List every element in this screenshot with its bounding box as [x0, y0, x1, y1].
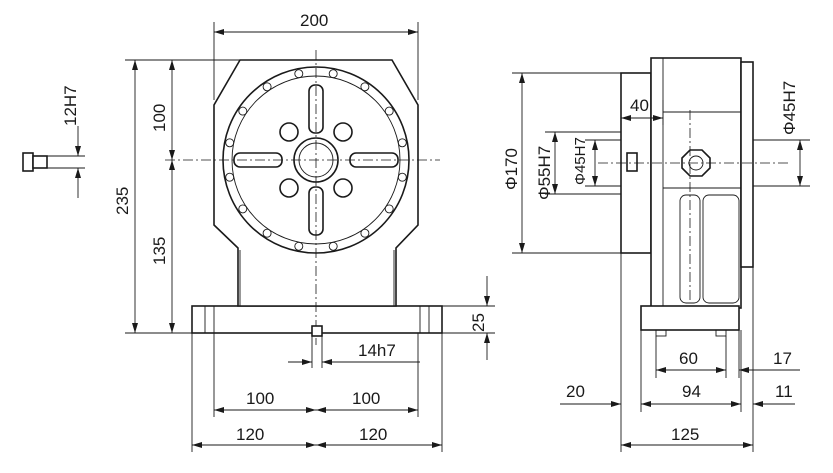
- dim-total-width: 125: [671, 425, 699, 444]
- key-detail-tab: [32, 155, 48, 169]
- dim-inner-width: 94: [682, 382, 701, 401]
- perimeter-bolt: [360, 228, 370, 238]
- perimeter-bolt: [262, 82, 272, 92]
- dim-lower-height: 135: [150, 237, 169, 265]
- perimeter-bolts: [225, 69, 407, 251]
- dim-total-height: 235: [113, 187, 132, 215]
- side-key: [626, 152, 638, 172]
- perimeter-bolt: [397, 172, 407, 182]
- perimeter-bolt: [294, 69, 304, 79]
- dim-spigot-diameter: Φ55H7: [535, 146, 554, 200]
- side-base: [640, 305, 740, 331]
- dim-bore-diameter: Φ45H7: [572, 137, 589, 185]
- mount-hole: [333, 122, 353, 142]
- perimeter-bolt: [328, 241, 338, 251]
- front-dimensions: 200 235 100 135 12H7 25: [22, 11, 495, 452]
- dim-upper-height: 100: [150, 104, 169, 132]
- front-view: [165, 50, 443, 345]
- dim-offset: 40: [630, 96, 649, 115]
- perimeter-bolt: [238, 204, 248, 214]
- dim-left-margin: 20: [566, 382, 585, 401]
- dim-right-margin: 11: [775, 382, 793, 401]
- dim-top-width: 200: [300, 11, 328, 30]
- mount-hole: [333, 178, 353, 198]
- perimeter-bolt: [384, 204, 394, 214]
- perimeter-bolt: [397, 138, 407, 148]
- dim-base-left: 120: [236, 425, 264, 444]
- perimeter-bolt: [384, 106, 394, 116]
- dim-key-tolerance: 12H7: [61, 85, 80, 126]
- side-body: [650, 57, 742, 309]
- mount-hole: [279, 122, 299, 142]
- perimeter-bolt: [294, 241, 304, 251]
- perimeter-bolt: [328, 69, 338, 79]
- dim-foot-spacing: 60: [679, 349, 698, 368]
- base-key: [311, 325, 323, 337]
- perimeter-bolt: [225, 138, 235, 148]
- dim-slot-width: 14h7: [358, 341, 396, 360]
- perimeter-bolt: [225, 172, 235, 182]
- side-view: [598, 57, 790, 337]
- side-dimensions: Φ170 Φ55H7 Φ45H7 40 Φ45H7: [502, 72, 810, 452]
- dim-base-thickness: 25: [469, 313, 488, 332]
- perimeter-bolt: [262, 228, 272, 238]
- dim-foot-margin: 17: [773, 349, 792, 368]
- dim-base-right: 120: [359, 425, 387, 444]
- dim-bolt-right: 100: [352, 389, 380, 408]
- dim-right-bore: Φ45H7: [780, 81, 799, 135]
- perimeter-bolt: [238, 106, 248, 116]
- key-detail: [22, 152, 34, 172]
- perimeter-bolt: [360, 82, 370, 92]
- dim-flange-diameter: Φ170: [502, 148, 521, 190]
- dim-bolt-left: 100: [246, 389, 274, 408]
- mount-hole: [279, 178, 299, 198]
- side-cover: [740, 61, 754, 268]
